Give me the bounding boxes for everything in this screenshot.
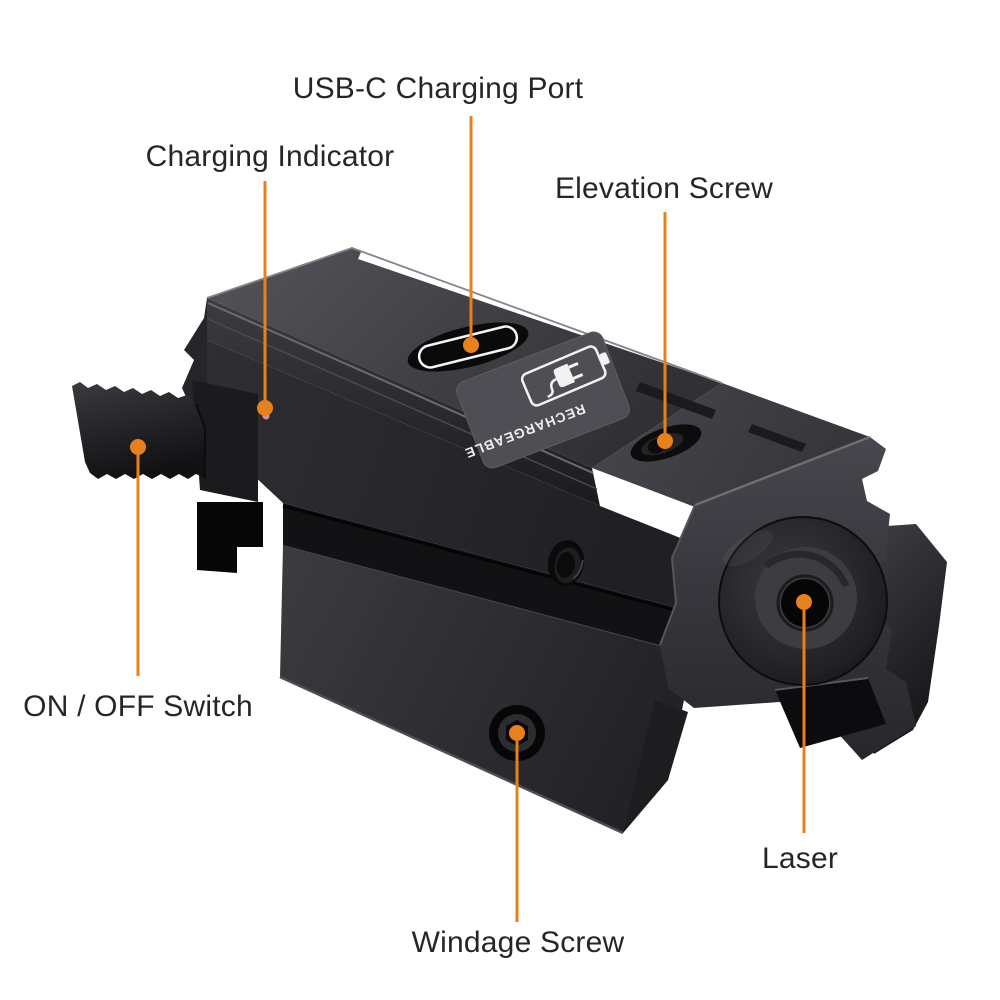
groove-shadow	[282, 504, 694, 617]
rechargeable-panel: RECHARGEABLE	[456, 331, 630, 469]
callout-label-usb-c-charging-port: USB-C Charging Port	[292, 72, 584, 105]
lever-end-edge	[195, 403, 206, 478]
target-dots	[130, 337, 812, 741]
callout-label-laser: Laser	[761, 842, 839, 875]
rail-mount	[280, 546, 693, 833]
battery-plug-icon	[520, 345, 610, 407]
target-dot-usb-c-charging-port	[463, 337, 479, 353]
target-dot-windage-screw	[509, 725, 525, 741]
strip-bevel-2	[207, 318, 598, 490]
side-groove	[283, 503, 693, 655]
switch-housing	[192, 380, 258, 502]
rail-slot	[748, 424, 806, 452]
mount-corner-face	[623, 700, 688, 833]
body-notch	[197, 502, 263, 573]
target-dot-on-off-switch	[130, 439, 146, 455]
target-dot-elevation-screw	[657, 433, 673, 449]
target-dot-charging-indicator	[257, 400, 273, 416]
clamp-cut-edge	[774, 677, 869, 691]
callout-label-on-off-switch: ON / OFF Switch	[23, 690, 253, 723]
callout-label-charging-indicator: Charging Indicator	[145, 140, 395, 173]
side-screw-hole	[547, 540, 585, 586]
mount-bottom-bevel	[279, 675, 624, 835]
leader-lines	[136, 116, 806, 922]
callout-label-windage-screw: Windage Screw	[411, 926, 625, 959]
on-off-switch-lever	[72, 382, 205, 479]
front-top-bevel	[694, 435, 871, 507]
front-left-bevel	[659, 504, 696, 646]
callout-label-elevation-screw: Elevation Screw	[554, 172, 774, 205]
rail-slot	[636, 382, 716, 419]
rail-top-surface	[592, 383, 870, 507]
target-dot-laser	[796, 594, 812, 610]
